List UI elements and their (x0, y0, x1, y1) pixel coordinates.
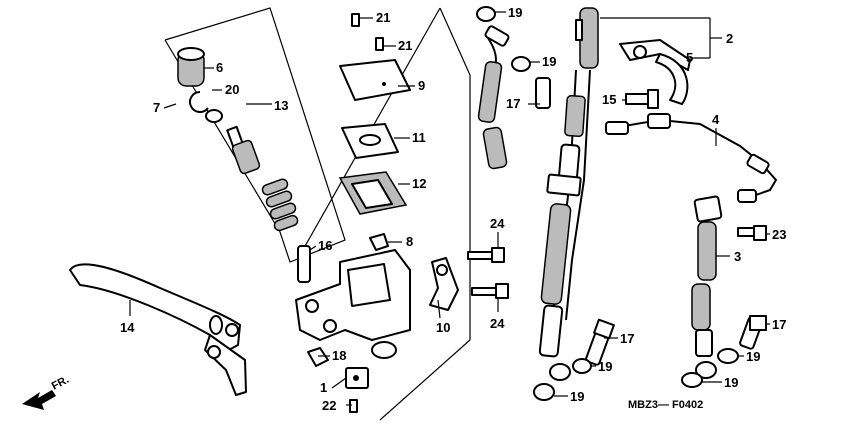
callout-5: 5 (686, 50, 693, 65)
front-label: FR. (50, 374, 71, 393)
bolt-15 (625, 93, 649, 105)
washer (205, 109, 223, 123)
brake-lever (69, 263, 247, 396)
callout-19e: 19 (570, 389, 584, 404)
callout-7: 7 (153, 100, 160, 115)
callout-18: 18 (332, 348, 346, 363)
callout-19d: 19 (746, 349, 760, 364)
main-brake-hose (533, 7, 599, 401)
callout-11: 11 (412, 130, 426, 145)
figure-code: MBZ3— F0402 (628, 399, 703, 411)
callout-24a: 24 (490, 216, 505, 231)
reservoir-parts (338, 13, 411, 215)
holder-clamp (429, 257, 459, 311)
callout-21a: 21 (376, 10, 390, 25)
callout-17c: 17 (772, 317, 786, 332)
callout-10: 10 (436, 320, 450, 335)
callout-19b: 19 (542, 54, 556, 69)
circlip (189, 91, 209, 113)
screw-21a (351, 13, 360, 27)
front-direction-arrow: FR. (22, 374, 71, 410)
callout-17a: 17 (506, 96, 520, 111)
callout-20: 20 (225, 82, 239, 97)
lower-bolts (572, 315, 767, 388)
callout-6: 6 (216, 60, 223, 75)
spring (261, 178, 299, 232)
callout-13: 13 (274, 98, 288, 113)
callout-8: 8 (406, 234, 413, 249)
bolts-24 (467, 247, 509, 299)
callout-16: 16 (318, 238, 332, 253)
callout-19c: 19 (598, 359, 612, 374)
callout-22: 22 (322, 398, 336, 413)
callout-17b: 17 (620, 331, 634, 346)
switch-cap (369, 233, 389, 251)
pivot-bolt (297, 245, 311, 283)
master-cylinder-body (295, 233, 411, 359)
piston (226, 125, 261, 175)
callout-1: 1 (320, 380, 327, 395)
callout-4: 4 (712, 112, 720, 127)
callout-2: 2 (726, 31, 733, 46)
callout-12: 12 (412, 176, 426, 191)
hose-clamp (619, 39, 691, 105)
callout-14: 14 (120, 320, 135, 335)
callout-23: 23 (772, 227, 786, 242)
callout-labels: 21 21 6 20 7 13 9 11 12 8 16 10 18 1 22 … (120, 5, 786, 413)
callout-9: 9 (418, 78, 425, 93)
callout-15: 15 (602, 92, 616, 107)
callout-21b: 21 (398, 38, 412, 53)
callout-24b: 24 (490, 316, 505, 331)
brake-hose-3 (691, 195, 723, 379)
screw-21b (375, 37, 384, 51)
lower-brake-hose (476, 6, 551, 170)
leader-lines (129, 11, 770, 406)
callout-3: 3 (734, 249, 741, 264)
brake-pipe (605, 113, 778, 203)
reservoir-cap (339, 59, 411, 101)
callout-19f: 19 (724, 375, 738, 390)
piston-kit (177, 47, 299, 232)
callout-19a: 19 (508, 5, 522, 20)
